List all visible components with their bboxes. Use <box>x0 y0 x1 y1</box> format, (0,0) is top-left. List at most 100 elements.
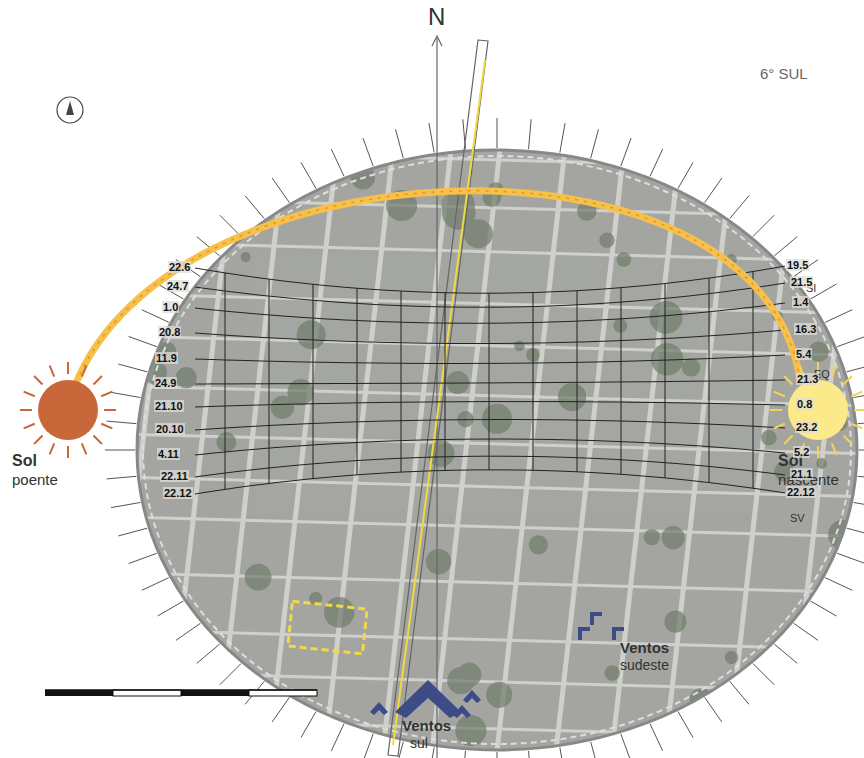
tick-mark <box>245 196 264 219</box>
tick-mark <box>678 712 693 738</box>
street <box>120 477 864 497</box>
sun-path-line <box>195 283 785 307</box>
tick-mark <box>705 178 722 203</box>
tree <box>529 535 548 554</box>
sun-ray <box>817 446 819 458</box>
date-label: 19.5 <box>786 259 809 271</box>
hour-line <box>753 272 754 489</box>
tick-mark <box>529 119 532 149</box>
sun-ray <box>832 366 837 377</box>
tick-mark <box>111 392 141 397</box>
tick-mark <box>837 553 864 563</box>
tree <box>196 161 219 184</box>
tick-mark <box>129 553 157 563</box>
tick-mark <box>363 138 373 166</box>
tick-mark <box>463 751 466 758</box>
date-label: 24.9 <box>154 377 177 389</box>
tick-mark <box>331 149 344 176</box>
sun-ray <box>843 435 851 443</box>
tick-mark <box>730 196 749 219</box>
tick-mark <box>621 734 631 758</box>
tick-mark <box>774 237 797 256</box>
sun-ray <box>784 376 792 384</box>
street <box>788 140 858 758</box>
hour-line <box>445 293 446 471</box>
sun-ray <box>67 446 69 458</box>
sun-ray <box>784 435 792 443</box>
tick-mark <box>429 747 434 758</box>
street <box>268 140 338 758</box>
tree <box>725 651 738 664</box>
solstice-label: SV <box>790 512 805 524</box>
sun-path-line <box>195 380 785 384</box>
north-label: N <box>428 4 445 30</box>
sun-ray <box>770 409 782 411</box>
sun-ray <box>24 424 35 429</box>
date-label: 5.2 <box>793 446 810 458</box>
date-label: 22.11 <box>160 470 189 482</box>
tree <box>216 432 236 452</box>
tick-mark <box>560 123 565 153</box>
street <box>120 386 864 406</box>
street <box>120 573 864 593</box>
street <box>496 140 566 758</box>
tick-mark <box>794 623 819 640</box>
tick-mark <box>197 644 220 663</box>
date-label: 1.4 <box>792 296 809 308</box>
sun-ray <box>854 409 864 411</box>
hour-line <box>665 283 666 477</box>
tick-mark <box>591 129 599 158</box>
sun-ray <box>34 435 42 443</box>
sun-ray <box>24 392 35 397</box>
sun-ray <box>82 366 87 377</box>
sun-path-line <box>195 470 785 494</box>
tick-mark <box>650 149 663 176</box>
tree <box>613 319 627 333</box>
date-label: 21.10 <box>154 400 184 412</box>
tick-mark <box>650 724 663 751</box>
date-label: 0.8 <box>796 398 813 410</box>
tree <box>599 233 614 248</box>
hour-line <box>709 278 710 482</box>
tick-mark <box>497 752 498 758</box>
tree <box>644 529 660 545</box>
sun-ray <box>851 424 862 429</box>
date-label: 21.1 <box>790 468 813 480</box>
sun-label: Sol <box>12 452 37 470</box>
sun-ray <box>101 392 112 397</box>
street <box>555 140 625 758</box>
tree <box>616 252 631 267</box>
wind-label: Ventos <box>402 718 451 735</box>
tree <box>464 219 493 248</box>
sun-ray <box>34 376 42 384</box>
hour-line <box>269 279 270 483</box>
date-label: 20.8 <box>158 326 181 338</box>
tick-mark <box>753 664 774 685</box>
date-label: 22.6 <box>168 261 191 273</box>
sun-path-line <box>195 355 785 364</box>
tick-mark <box>847 528 864 536</box>
tick-mark <box>301 712 316 738</box>
tree <box>145 596 166 617</box>
tick-mark <box>825 578 852 591</box>
tick-mark <box>331 724 344 751</box>
date-label: 22.12 <box>163 487 193 499</box>
tree <box>426 549 452 575</box>
tick-mark <box>529 751 532 758</box>
hour-line <box>313 284 314 478</box>
sun-path-line <box>195 439 785 455</box>
tree <box>604 665 620 681</box>
date-label: 5.4 <box>795 348 812 360</box>
tree <box>664 611 686 633</box>
hour-line <box>489 293 490 470</box>
tick-mark <box>705 697 722 722</box>
sun-ray <box>67 362 69 374</box>
tick-mark <box>429 123 434 153</box>
wind-label: sudeste <box>620 658 669 673</box>
tick-mark <box>858 421 864 424</box>
street <box>120 517 864 537</box>
tree <box>682 358 700 376</box>
date-label: 21.3 <box>796 373 819 385</box>
